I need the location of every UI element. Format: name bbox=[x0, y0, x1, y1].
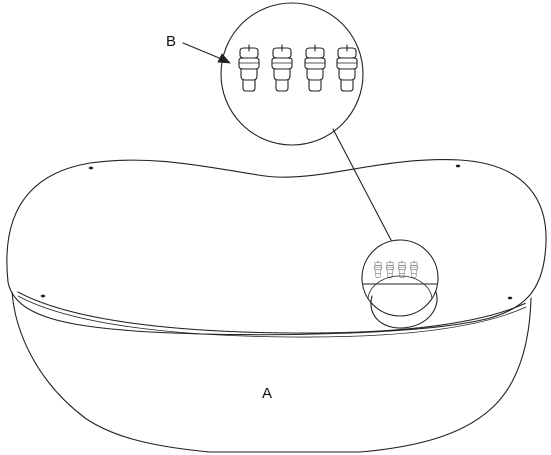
leader-arrow-icon bbox=[182, 42, 231, 64]
tub-rim-seam bbox=[17, 291, 527, 334]
detail-circle-small bbox=[361, 239, 439, 329]
tub-body bbox=[11, 291, 532, 453]
label-b: B bbox=[166, 33, 177, 50]
lid-holes bbox=[40, 164, 513, 300]
label-a: A bbox=[262, 385, 273, 402]
detail-circle-large bbox=[220, 2, 364, 146]
tub-lid-top bbox=[6, 159, 547, 336]
detail-connector-line bbox=[332, 128, 392, 241]
